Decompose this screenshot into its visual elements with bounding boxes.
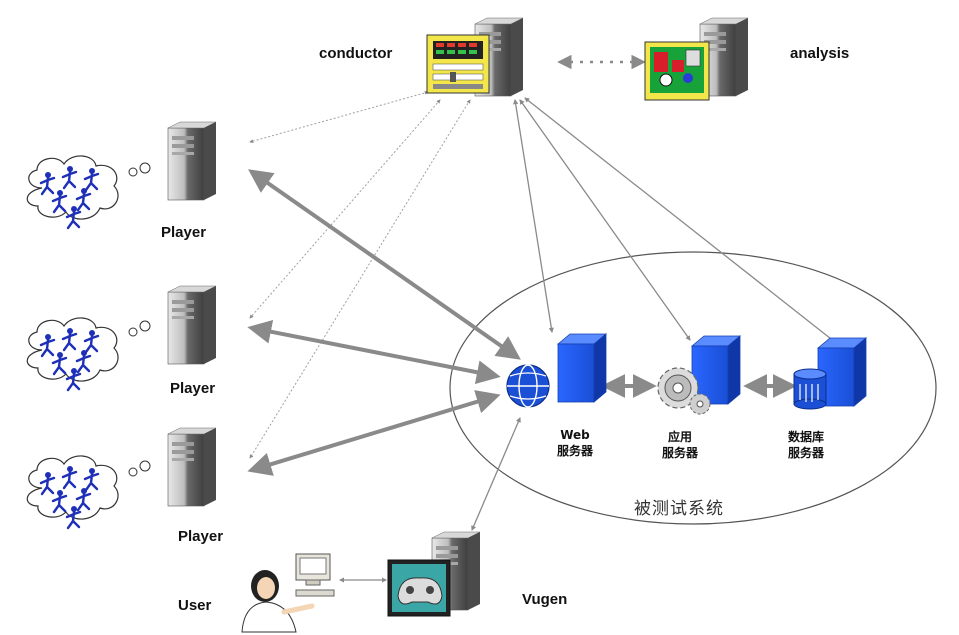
server-tower-icon <box>167 285 217 365</box>
web-server-label-line1: Web <box>560 428 590 442</box>
virtual-user-cloud-icon <box>26 455 119 530</box>
database-icon <box>793 368 827 410</box>
app-server-node <box>657 335 741 415</box>
server-tower-icon <box>167 121 217 201</box>
conductor-label: conductor <box>319 45 393 62</box>
web-server-label-line2: 服务器 <box>556 444 593 458</box>
app-server-label: 应用 服务器 <box>650 429 710 461</box>
web-globe-icon <box>506 364 550 408</box>
analysis-node <box>644 17 749 101</box>
conductor-player1-link <box>249 90 429 144</box>
player-node-2 <box>26 285 217 392</box>
conductor-player3-link <box>249 99 471 459</box>
virtual-user-cloud-icon <box>26 155 119 230</box>
server-box-icon <box>557 333 607 403</box>
connections <box>247 54 841 583</box>
player-label-1: Player <box>161 224 207 241</box>
db-server-label-line1: 数据库 <box>787 430 824 444</box>
user-node <box>241 553 335 633</box>
conductor-console-icon <box>426 34 490 94</box>
db-server-label: 数据库 服务器 <box>774 429 838 461</box>
person-at-computer-icon <box>241 553 335 633</box>
analysis-chart-icon <box>644 41 710 101</box>
gear-icon <box>657 367 711 415</box>
virtual-user-cloud-icon <box>26 317 119 392</box>
system-under-test-label: 被测试系统 <box>634 499 724 519</box>
player-node-1 <box>26 121 217 230</box>
app-server-label-line2: 服务器 <box>661 446 698 460</box>
player-label-3: Player <box>178 528 224 545</box>
vugen-web-link <box>471 417 521 531</box>
controller-icon <box>387 559 451 617</box>
db-server-label-line2: 服务器 <box>787 446 824 460</box>
conductor-node <box>426 17 524 97</box>
conductor-app-link <box>519 99 691 341</box>
player3-web-link <box>247 390 501 476</box>
vugen-label: Vugen <box>522 591 568 608</box>
web-server-node <box>506 333 607 408</box>
vugen-node <box>387 531 481 617</box>
analysis-label: analysis <box>790 45 850 62</box>
conductor-db-link <box>524 97 841 347</box>
server-tower-icon <box>167 427 217 507</box>
player-label-2: Player <box>170 380 216 397</box>
app-server-label-line1: 应用 <box>667 430 692 444</box>
conductor-web-link <box>513 98 554 334</box>
player2-web-link <box>247 319 501 385</box>
player-node-3 <box>26 427 217 530</box>
user-label: User <box>178 597 212 614</box>
web-server-label: Web 服务器 <box>545 427 605 459</box>
db-server-node <box>793 337 867 410</box>
player1-web-link <box>248 169 521 360</box>
